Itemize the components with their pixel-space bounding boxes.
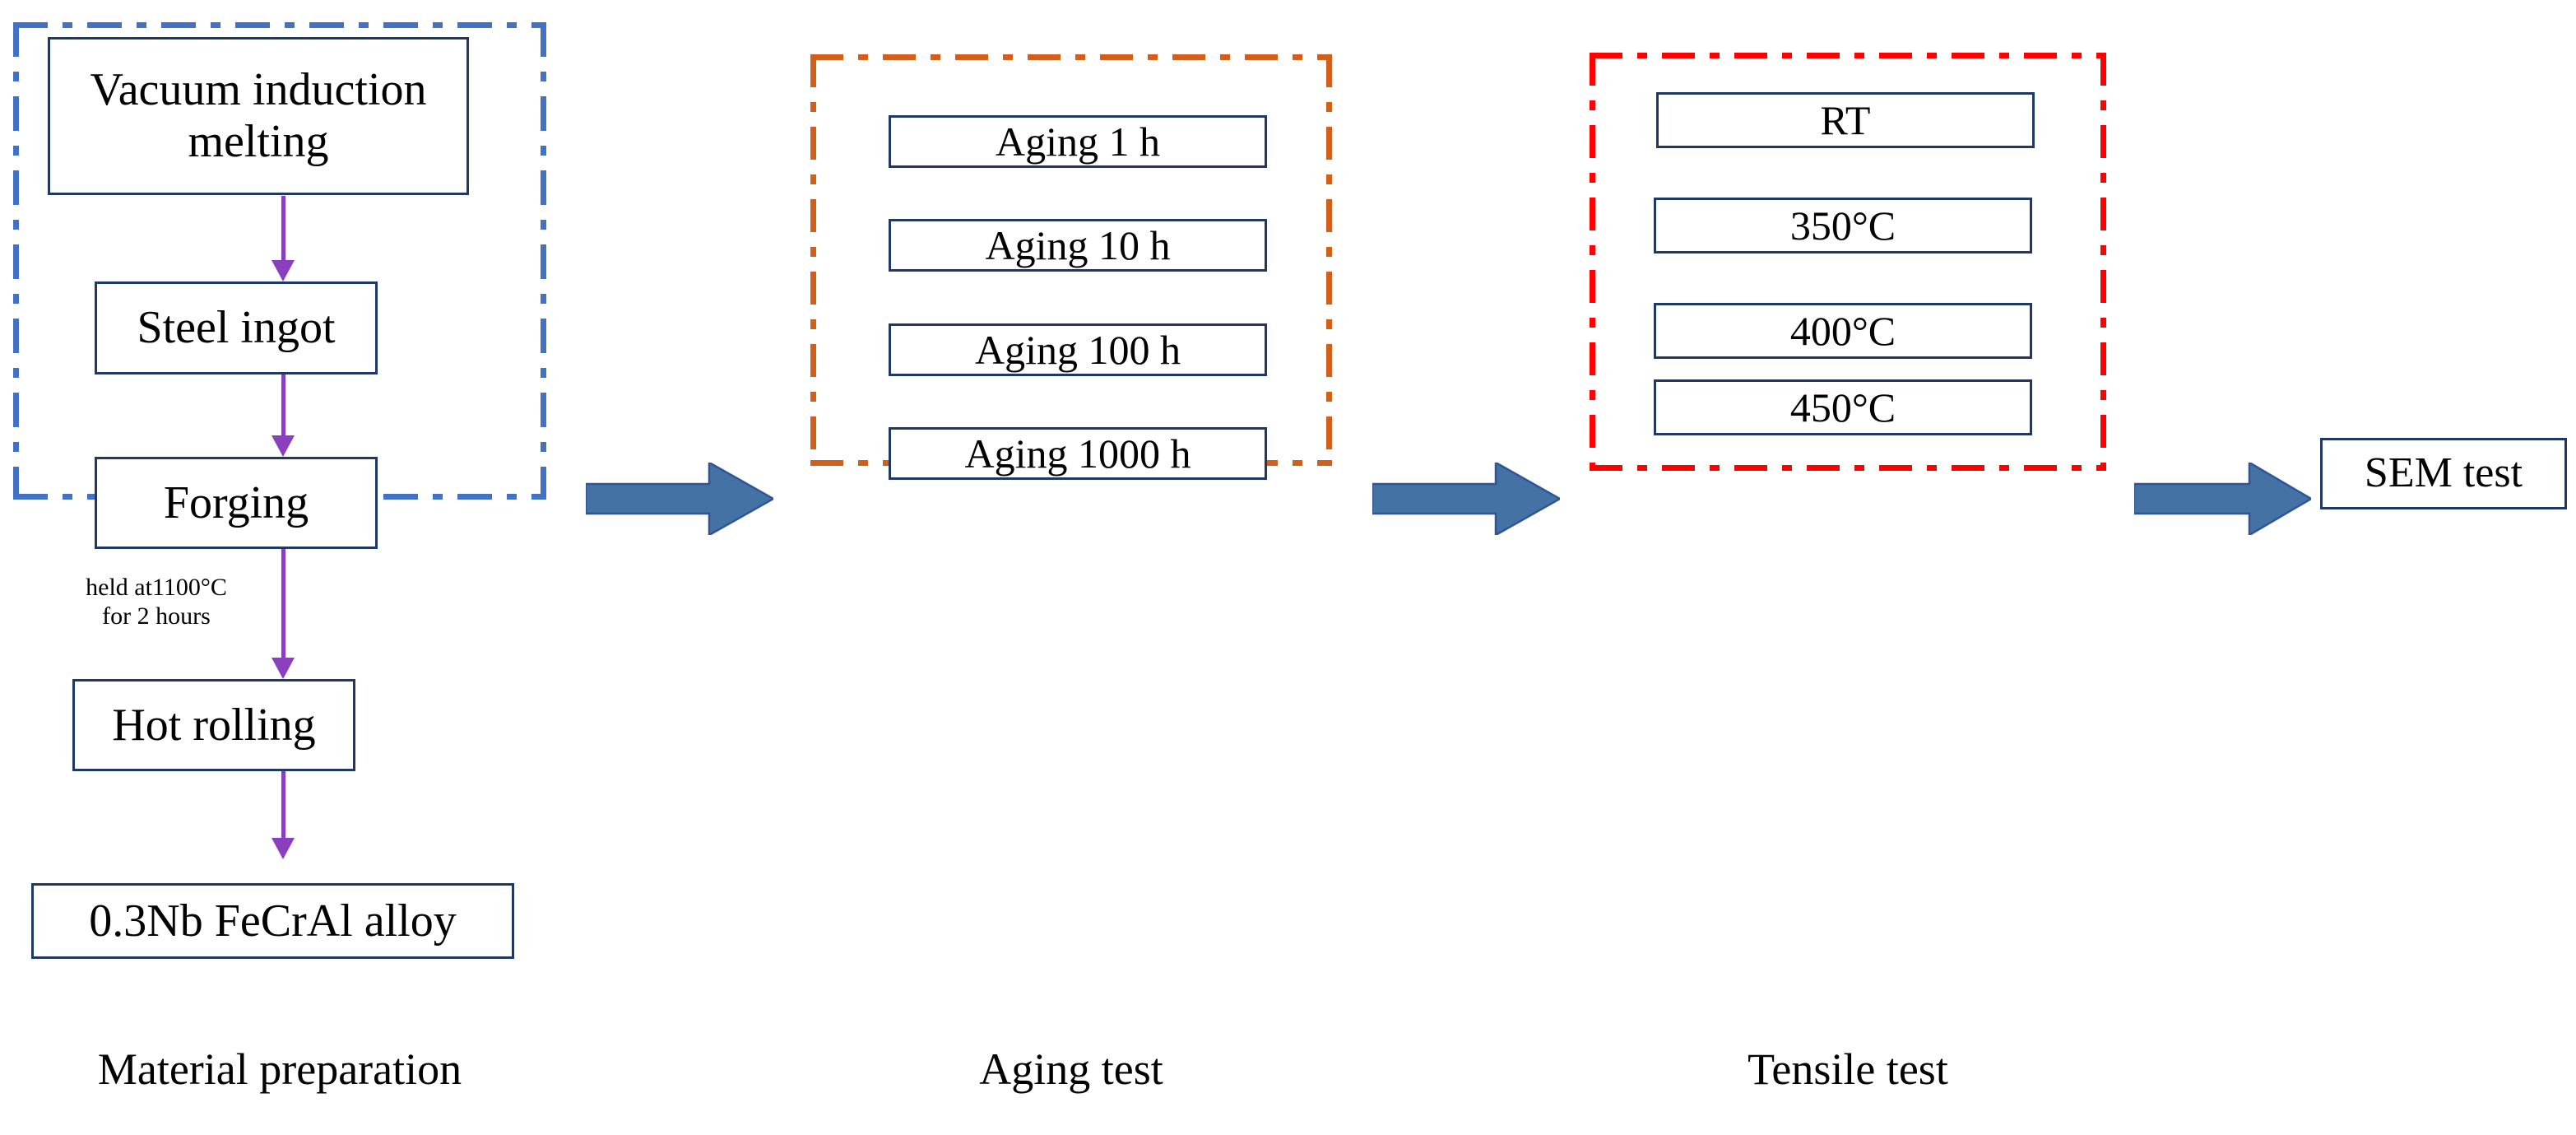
connector-arrow-forging-to-hot-rolling xyxy=(265,549,301,679)
block-arrow-tensile-to-sem xyxy=(2134,463,2311,535)
connector-arrow-ingot-to-forging xyxy=(265,374,301,457)
block-arrow-aging-to-tensile xyxy=(1372,463,1560,535)
connector-arrow-melting-to-ingot xyxy=(265,196,301,281)
step-box-400c[interactable]: 400°C xyxy=(1654,303,2032,359)
frame-edge-right xyxy=(541,22,546,500)
step-box-steel-ingot[interactable]: Steel ingot xyxy=(95,281,378,374)
stage-caption-aging-test: Aging test xyxy=(979,1044,1163,1094)
step-box-forging[interactable]: Forging xyxy=(95,457,378,549)
arrow-shaft xyxy=(281,374,285,437)
step-box-hot-rolling[interactable]: Hot rolling xyxy=(72,679,355,771)
step-box-450c[interactable]: 450°C xyxy=(1654,379,2032,435)
step-box-aging-1h[interactable]: Aging 1 h xyxy=(889,115,1267,168)
stage-frame-tensile-test xyxy=(1590,53,2106,471)
frame-edge-right xyxy=(2100,53,2106,471)
frame-edge-top xyxy=(13,22,546,28)
step-box-vacuum-induction-melting[interactable]: Vacuum induction melting xyxy=(48,37,469,195)
process-annotation-hold-temperature: held at1100°C for 2 hours xyxy=(86,574,227,630)
frame-edge-left xyxy=(1590,53,1595,471)
step-box-350c[interactable]: 350°C xyxy=(1654,198,2032,254)
arrow-head xyxy=(272,658,295,679)
arrow-shaft xyxy=(281,549,285,659)
step-box-aging-100h[interactable]: Aging 100 h xyxy=(889,323,1267,376)
step-box-rt[interactable]: RT xyxy=(1656,92,2035,148)
frame-edge-right xyxy=(1326,54,1332,466)
block-arrow-material-to-aging xyxy=(586,463,773,535)
arrow-shaft xyxy=(281,196,285,262)
arrow-head xyxy=(272,838,295,859)
frame-edge-top xyxy=(1590,53,2106,58)
frame-edge-top xyxy=(810,54,1332,60)
frame-edge-bottom xyxy=(1590,465,2106,471)
step-box-03nb-fecral-alloy[interactable]: 0.3Nb FeCrAl alloy xyxy=(31,883,514,959)
step-box-sem-test[interactable]: SEM test xyxy=(2320,438,2567,509)
step-box-aging-10h[interactable]: Aging 10 h xyxy=(889,219,1267,272)
connector-arrow-hot-rolling-to-alloy xyxy=(265,771,301,859)
arrow-head xyxy=(272,260,295,281)
stage-caption-material-preparation: Material preparation xyxy=(97,1044,462,1094)
arrow-shaft xyxy=(281,771,285,840)
arrow-head xyxy=(272,435,295,457)
step-box-aging-1000h[interactable]: Aging 1000 h xyxy=(889,427,1267,480)
frame-edge-left xyxy=(810,54,816,466)
stage-caption-tensile-test: Tensile test xyxy=(1748,1044,1948,1094)
frame-edge-left xyxy=(13,22,19,500)
